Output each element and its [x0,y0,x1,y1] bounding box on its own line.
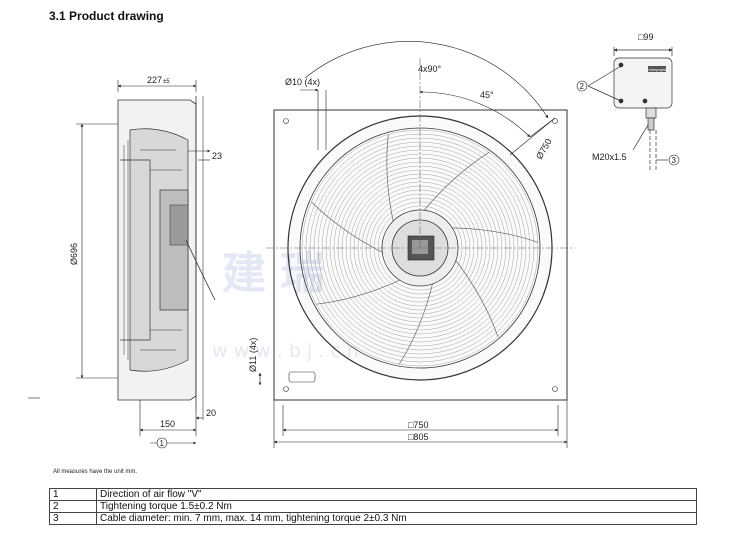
legend-row: 2 Tightening torque 1.5±0.2 Nm [49,500,697,513]
hole-top-right [552,118,558,124]
guard-spokes [311,134,538,365]
front-view [273,109,568,401]
fan-blade [422,152,490,213]
section-title: 3.1 Product drawing [49,9,164,23]
dim-696-label: Ø696 [69,243,79,265]
dim-4x90-label: 4x90° [418,64,442,74]
callout-1-circle [156,437,168,449]
side-dimensions [28,80,211,445]
callout-2-label: 2 [580,82,585,91]
brand-label: ebmpapst [649,67,667,72]
dim-20-label: 20 [206,408,216,418]
legend-text: Tightening torque 1.5±0.2 Nm [96,500,697,513]
dim-line-750-diag [509,117,556,156]
side-view [117,96,216,420]
hole-bottom-right [552,386,558,392]
front-dimensions [258,41,575,448]
callout-3-circle [668,154,680,166]
dim-99-label: □99 [638,32,653,42]
fan-blade [316,278,403,305]
dim-23-label: 23 [212,151,222,161]
units-note: All measures have the unit mm. [53,469,138,475]
dim-square-750-label: □750 [408,420,428,430]
side-ribs [123,140,182,360]
callout-3-label: 3 [672,156,677,165]
legend-row: 3 Cable diameter: min. 7 mm, max. 14 mm,… [49,512,697,525]
legend-row: 1 Direction of air flow "V" [49,488,697,501]
dim-arc-4x90 [304,41,549,119]
thread-label: M20x1.5 [592,152,627,162]
fan-blade [454,258,499,337]
side-cable [185,239,216,301]
brand-plate [648,66,666,72]
legend-table: 1 Direction of air flow "V" 2 Tightening… [49,488,697,525]
side-motor [120,159,151,341]
dim-arc-45 [419,90,531,138]
dim-square-805-label: □805 [408,432,428,442]
dim-227-label: 227 [147,75,162,85]
hole-top-left [283,118,289,124]
side-box [169,204,189,246]
fan-blade [398,281,434,365]
dim-hole-side-label: Ø11 (4x) [248,338,258,372]
terminal-box-detail [587,47,673,170]
watermark-chars: 建瑞 [222,248,338,299]
fan-blade [449,227,538,243]
dim-hole-top-label: Ø10 (4x) [285,77,320,87]
legend-number: 3 [49,512,97,525]
side-rotor [129,128,189,372]
fan-blade [386,134,394,224]
legend-number: 2 [49,500,97,513]
dim-227-tol: ±5 [163,79,170,85]
callout-1-label: 1 [160,439,165,448]
legend-text: Cable diameter: min. 7 mm, max. 14 mm, t… [96,512,697,525]
hole-bottom-left [283,386,289,392]
nameplate [288,371,316,383]
legend-text: Direction of air flow "V" [96,488,697,501]
callout-2-circle [576,80,588,92]
dim-45-label: 45° [480,90,494,100]
dim-150-label: 150 [160,419,175,429]
watermark-url: w w w . b j . c n [212,340,359,362]
legend-number: 1 [49,488,97,501]
fan-blade [311,201,385,254]
